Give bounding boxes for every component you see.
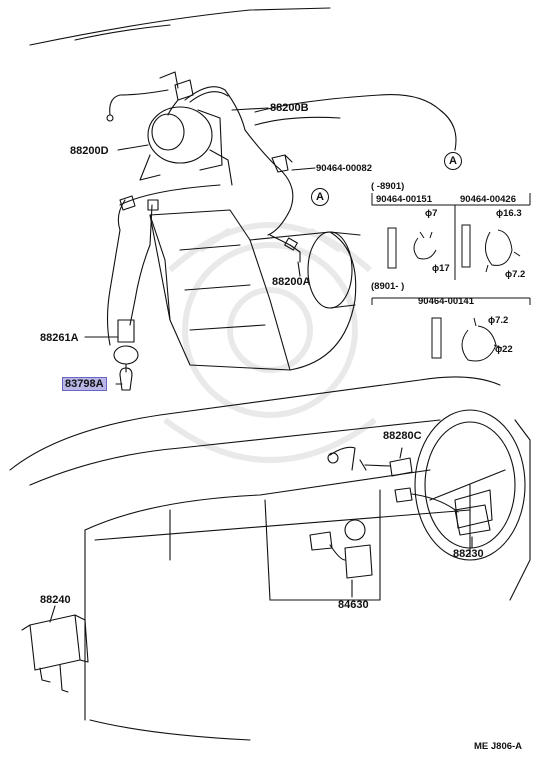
label-88280C[interactable]: 88280C [383,430,422,442]
actuator-wire [109,89,169,116]
watermark-emblem [163,222,377,463]
control-cable-88200B [184,86,294,236]
callout-a-marker-cable: A [311,188,329,206]
cable-end-88200A [269,234,301,253]
label-90464-00426[interactable]: 90464-00426 [460,194,516,205]
dimension-phi7-2-top: ϕ7.2 [505,269,526,280]
harness-88261A [106,199,126,346]
actuator-88200D [139,71,233,186]
label-90464-00151[interactable]: 90464-00151 [376,194,432,205]
computer-88240 [21,614,89,693]
label-88200D[interactable]: 88200D [70,145,109,157]
dimension-phi16-3: ϕ16.3 [496,208,522,219]
label-88240[interactable]: 88240 [40,594,71,606]
switch-88280C [389,457,413,477]
label-88200A[interactable]: 88200A [272,276,311,288]
callout-a-marker-top: A [444,152,462,170]
dimension-phi7: ϕ7 [425,208,438,219]
bulb-83798A [119,367,133,391]
dimension-phi7-2-bottom: ϕ7.2 [488,315,509,326]
label-88261A[interactable]: 88261A [40,332,79,344]
label-90464-00082[interactable]: 90464-00082 [316,163,372,174]
figure-code: ME J806-A [474,741,523,752]
cruise-switch-88230 [454,504,491,536]
body-outline-top [29,7,331,46]
label-88200B[interactable]: 88200B [270,102,309,114]
label-84630[interactable]: 84630 [338,599,369,611]
dimension-phi17: ϕ17 [432,263,450,274]
switch-84630 [344,544,373,579]
dimension-phi22: ϕ22 [495,344,513,355]
label-90464-00141[interactable]: 90464-00141 [418,296,474,307]
engine-block [149,209,357,371]
detail-range-early: ( -8901) [371,181,405,192]
dash-outline [9,376,501,471]
detail-range-late: (8901- ) [371,281,405,292]
steering-wheel [414,409,531,601]
label-88230[interactable]: 88230 [453,548,484,560]
label-83798A[interactable]: 83798A [62,377,107,391]
clamp-detail-frame [371,193,531,362]
clip-90464-00082 [271,154,293,173]
